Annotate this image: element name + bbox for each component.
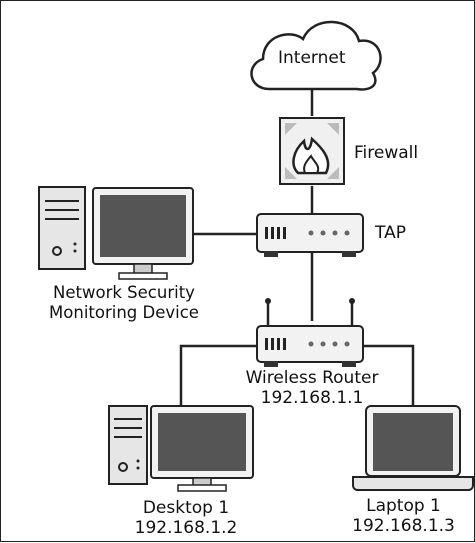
nsm-computer-icon: [38, 186, 194, 280]
laptop-icon: [352, 405, 474, 491]
desktop-ip: 192.168.1.2: [134, 518, 238, 538]
router-name: Wireless Router: [245, 368, 379, 388]
internet-label: Internet: [278, 48, 346, 68]
cloud-icon: [250, 20, 382, 91]
desktop-label: Desktop 1 192.168.1.2: [106, 498, 266, 538]
connections: [179, 89, 415, 406]
desktop-computer-icon: [108, 405, 254, 492]
laptop-label: Laptop 1 192.168.1.3: [336, 496, 471, 536]
wireless-router-icon: [256, 298, 364, 367]
desktop-name: Desktop 1: [142, 498, 230, 518]
router-label: Wireless Router 192.168.1.1: [222, 368, 402, 408]
router-ip: 192.168.1.1: [260, 388, 364, 408]
firewall-label: Firewall: [354, 143, 419, 163]
nsm-label-line2: Monitoring Device: [49, 303, 199, 322]
nsm-label: Network Security Monitoring Device: [29, 283, 219, 323]
laptop-ip: 192.168.1.3: [352, 516, 455, 536]
nsm-label-line1: Network Security: [53, 283, 195, 302]
laptop-name: Laptop 1: [366, 496, 441, 516]
link-router-laptop: [363, 344, 415, 406]
link-router-desktop: [179, 344, 256, 406]
tap-device-icon: [256, 213, 364, 257]
tap-label: TAP: [375, 223, 406, 243]
firewall-icon: [279, 117, 345, 185]
